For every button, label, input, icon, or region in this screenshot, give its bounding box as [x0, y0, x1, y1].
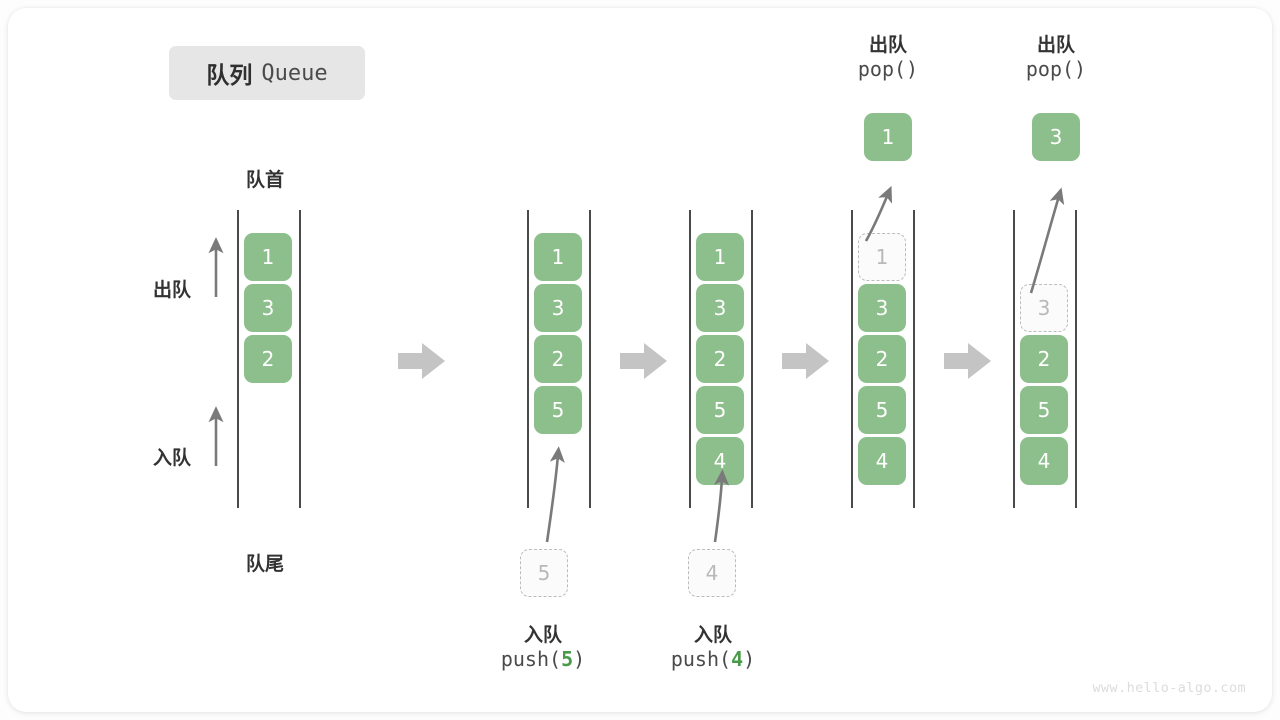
- queue-cell: 3: [696, 284, 744, 332]
- cell-stack: 1 3 2 5 4: [696, 233, 744, 488]
- queue-cell: 5: [696, 386, 744, 434]
- queue-cell-removed: 1: [858, 233, 906, 281]
- queue-cell: 1: [696, 233, 744, 281]
- queue-cell: 2: [696, 335, 744, 383]
- step-arrow-4: [944, 343, 991, 379]
- queue-cell: 5: [534, 386, 582, 434]
- rail-right: [913, 210, 915, 508]
- caption-push-5-cn: 入队: [523, 624, 562, 646]
- queue-cell: 5: [858, 386, 906, 434]
- caption-pop-3-code: pop(): [1025, 57, 1087, 81]
- watermark: www.hello-algo.com: [1092, 680, 1246, 696]
- cell-stack: 1 3 2: [244, 233, 292, 386]
- step-arrow-1: [398, 343, 445, 379]
- caption-pop-3: 出队 pop(): [971, 30, 1141, 81]
- rail-right: [589, 210, 591, 508]
- queue-cell-empty: [1020, 233, 1068, 281]
- caption-push-4-cn: 入队: [693, 624, 732, 646]
- push-5-motion-arrow: [545, 446, 565, 543]
- code-value: 5: [561, 647, 574, 671]
- title-badge: 队列 Queue: [169, 46, 365, 100]
- label-enqueue: 入队: [153, 447, 192, 469]
- step-arrow-2: [620, 343, 667, 379]
- code-prefix: push(: [670, 647, 732, 671]
- rail-right: [299, 210, 301, 508]
- queue-cell: 2: [534, 335, 582, 383]
- queue-cell: 3: [534, 284, 582, 332]
- rail-right: [751, 210, 753, 508]
- queue-cell: 5: [1020, 386, 1068, 434]
- pending-push-cell-4: 4: [688, 549, 736, 597]
- title-en: Queue: [261, 60, 328, 86]
- label-dequeue: 出队: [153, 279, 192, 301]
- caption-pop-1-code: pop(): [857, 57, 919, 81]
- cell-stack: 3 2 5 4: [1020, 233, 1068, 488]
- label-tail: 队尾: [246, 553, 285, 575]
- rail-left: [237, 210, 239, 508]
- queue-cell: 2: [1020, 335, 1068, 383]
- rail-left: [851, 210, 853, 508]
- rail-left: [527, 210, 529, 508]
- queue-cell: 2: [244, 335, 292, 383]
- queue-cell: 1: [244, 233, 292, 281]
- label-head: 队首: [246, 169, 285, 191]
- cell-stack: 1 3 2 5: [534, 233, 582, 437]
- arrow-overlay: [208, 185, 1065, 543]
- queue-cell: 3: [858, 284, 906, 332]
- queue-cell: 4: [1020, 437, 1068, 485]
- diagram-card: 队列 Queue 队首 队尾 出队 入队 1 3 2 1 3 2: [8, 8, 1272, 712]
- title-cn: 队列: [206, 63, 253, 89]
- step-arrow-3: [782, 343, 829, 379]
- code-prefix: push(: [500, 647, 562, 671]
- caption-pop-1-cn: 出队: [868, 34, 907, 56]
- popped-cell-1: 1: [864, 113, 912, 161]
- diagram-stage: 队列 Queue 队首 队尾 出队 入队 1 3 2 1 3 2: [8, 8, 1272, 712]
- cell-stack: 1 3 2 5 4: [858, 233, 906, 488]
- caption-pop-3-cn: 出队: [1036, 34, 1075, 56]
- queue-cell: 2: [858, 335, 906, 383]
- queue-cell: 1: [534, 233, 582, 281]
- code-suffix: ): [573, 647, 586, 671]
- code-value: 4: [731, 647, 744, 671]
- code-suffix: ): [743, 647, 756, 671]
- queue-cell: 4: [696, 437, 744, 485]
- queue-cell-removed: 3: [1020, 284, 1068, 332]
- queue-cell: 3: [244, 284, 292, 332]
- rail-left: [689, 210, 691, 508]
- caption-push-4: 入队 push(4): [628, 620, 798, 671]
- popped-cell-3: 3: [1032, 113, 1080, 161]
- caption-push-4-code: push(4): [628, 647, 798, 671]
- queue-cell: 4: [858, 437, 906, 485]
- caption-push-5-code: push(5): [458, 647, 628, 671]
- caption-pop-1: 出队 pop(): [803, 30, 973, 81]
- caption-push-5: 入队 push(5): [458, 620, 628, 671]
- rail-right: [1075, 210, 1077, 508]
- rail-left: [1013, 210, 1015, 508]
- pending-push-cell-5: 5: [520, 549, 568, 597]
